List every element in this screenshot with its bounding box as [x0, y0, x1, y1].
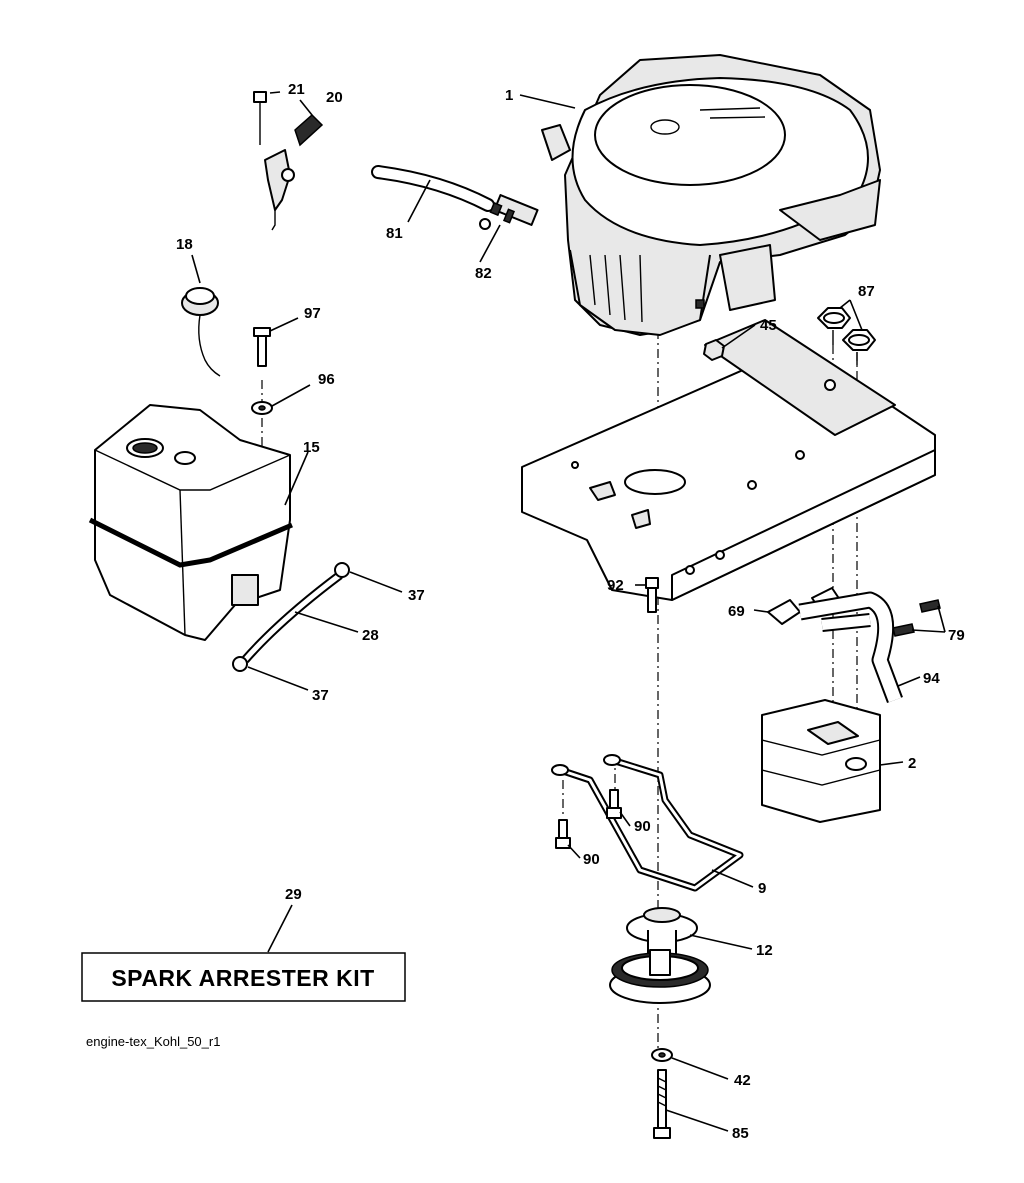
exhaust-pipe — [798, 591, 903, 703]
callout-labels: 1 2 9 12 15 18 20 21 28 29 37 37 42 45 6… — [176, 81, 965, 1142]
fuel-tank — [88, 404, 293, 641]
pulley-washer — [651, 1048, 673, 1062]
callout-85: 85 — [732, 1125, 749, 1142]
callout-94: 94 — [923, 670, 940, 687]
callout-45: 45 — [760, 317, 777, 334]
callout-29: 29 — [285, 886, 302, 903]
mounting-knob-right — [842, 329, 876, 365]
chassis-frame — [521, 319, 936, 601]
fuel-hose — [241, 571, 343, 663]
callout-9: 9 — [758, 880, 766, 897]
fuel-cap — [181, 287, 221, 377]
callout-20: 20 — [326, 89, 343, 106]
callout-2: 2 — [908, 755, 916, 772]
tank-washer — [251, 401, 273, 415]
callout-15: 15 — [303, 439, 320, 456]
engine-pulley — [609, 907, 711, 1004]
muffler — [761, 699, 881, 823]
callout-87: 87 — [858, 283, 875, 300]
tank-bolt — [253, 327, 271, 367]
frame-bolt — [645, 577, 659, 613]
exhaust-screw-lower — [892, 623, 915, 637]
engine-nut — [703, 339, 725, 361]
fuel-filter-fitting — [479, 194, 539, 230]
callout-90-lower: 90 — [583, 851, 600, 868]
leader-lines — [191, 91, 946, 1132]
callout-96: 96 — [318, 371, 335, 388]
callout-21: 21 — [288, 81, 305, 98]
bracket-bolt-upper — [606, 789, 622, 819]
callout-82: 82 — [475, 265, 492, 282]
callout-12: 12 — [756, 942, 773, 959]
spark-arrester-kit-text: SPARK ARRESTER KIT — [111, 965, 374, 991]
callout-79: 79 — [948, 627, 965, 644]
callout-18: 18 — [176, 236, 193, 253]
callout-42: 42 — [734, 1072, 751, 1089]
callout-1: 1 — [505, 87, 513, 104]
callout-28: 28 — [362, 627, 379, 644]
callout-97: 97 — [304, 305, 321, 322]
diagram-caption: engine-tex_Kohl_50_r1 — [86, 1034, 220, 1049]
exhaust-gasket-left — [767, 599, 801, 625]
callout-69: 69 — [728, 603, 745, 620]
spark-arrester-kit-label: SPARK ARRESTER KIT — [81, 952, 406, 1002]
callout-90-upper: 90 — [634, 818, 651, 835]
callout-81: 81 — [386, 225, 403, 242]
hose-clamp-upper — [334, 562, 350, 578]
mounting-knob-left — [817, 307, 851, 345]
exhaust-screw-upper — [919, 599, 941, 613]
pulley-bolt — [653, 1069, 671, 1139]
bracket-bolt-lower — [555, 819, 571, 849]
callout-37-lower: 37 — [312, 687, 329, 704]
engine — [541, 54, 881, 336]
fuel-line — [371, 165, 495, 212]
hose-clamp-lower — [232, 656, 248, 672]
callout-92: 92 — [607, 577, 624, 594]
callout-37-upper: 37 — [408, 587, 425, 604]
throttle-control — [253, 91, 324, 231]
